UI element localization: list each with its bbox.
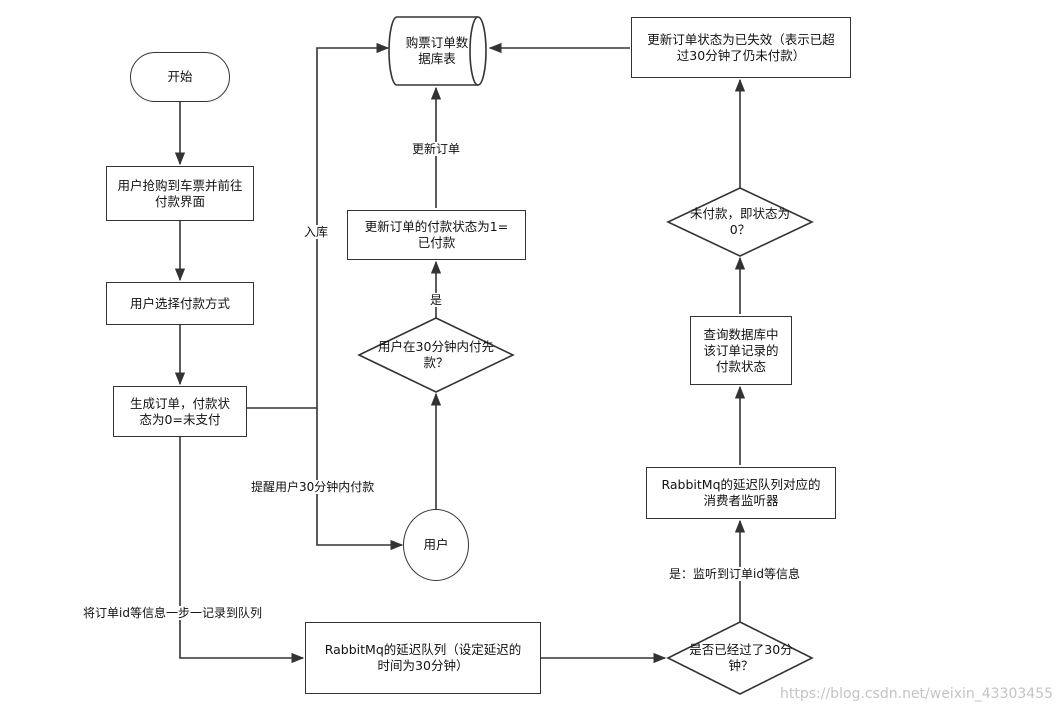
- choose-payment-label: 用户选择付款方式: [129, 295, 230, 311]
- passed-30-label: 是否已经过了30分钟？: [689, 642, 793, 673]
- edge-label-yes-listen: 是：监听到订单id等信息: [668, 567, 801, 581]
- create-order-node: 生成订单，付款状态为0=未支付: [113, 386, 247, 437]
- edge-label-yes: 是: [429, 293, 444, 307]
- start-label: 开始: [167, 69, 193, 84]
- diamond-unpaid-check-shape: [666, 187, 814, 257]
- choose-payment-node: 用户选择付款方式: [106, 282, 254, 325]
- rabbit-queue-node: RabbitMq的延迟队列（设定延迟的时间为30分钟）: [305, 622, 541, 694]
- diamond-paid-within-30-shape: [357, 317, 515, 393]
- update-expired-label: 更新订单状态为已失效（表示已超过30分钟了仍未付款）: [647, 31, 835, 63]
- rabbit-consumer-node: RabbitMq的延迟队列对应的消费者监听器: [646, 467, 836, 519]
- query-status-label: 查询数据库中该订单记录的付款状态: [703, 326, 779, 374]
- order-db-label: 购票订单数据库表: [405, 35, 469, 66]
- user-node: 用户: [403, 509, 469, 581]
- edge-label-remind-user: 提醒用户30分钟内付款: [250, 480, 376, 494]
- diamond-passed-30-shape: [666, 621, 814, 695]
- grab-ticket-node: 用户抢购到车票并前往付款界面: [106, 166, 254, 221]
- create-order-label: 生成订单，付款状态为0=未支付: [129, 395, 230, 427]
- edge-label-update-order: 更新订单: [411, 142, 462, 156]
- watermark: https://blog.csdn.net/weixin_43303455: [780, 686, 1054, 702]
- grab-ticket-label: 用户抢购到车票并前往付款界面: [117, 177, 243, 209]
- update-expired-node: 更新订单状态为已失效（表示已超过30分钟了仍未付款）: [631, 17, 851, 78]
- start-node: 开始: [130, 52, 230, 102]
- edge-label-store: 入库: [303, 225, 330, 239]
- rabbit-queue-label: RabbitMq的延迟队列（设定延迟的时间为30分钟）: [324, 642, 522, 673]
- order-db-node: 购票订单数据库表: [389, 21, 485, 81]
- query-status-node: 查询数据库中该订单记录的付款状态: [690, 316, 792, 385]
- unpaid-check-label: 未付款，即状态为0？: [689, 206, 790, 237]
- user-label: 用户: [423, 537, 449, 552]
- passed-30-node: 是否已经过了30分钟？: [683, 638, 799, 678]
- edge-create-to-user: [316, 408, 404, 551]
- paid-within-30-node: 用户在30分钟内付先款？: [372, 334, 500, 376]
- update-paid-node: 更新订单的付款状态为1=已付款: [347, 210, 526, 260]
- edge-create-to-queue: [179, 437, 305, 664]
- update-paid-label: 更新订单的付款状态为1=已付款: [364, 219, 509, 250]
- rabbit-consumer-label: RabbitMq的延迟队列对应的消费者监听器: [661, 477, 821, 508]
- unpaid-check-node: 未付款，即状态为0？: [682, 204, 798, 240]
- edge-label-record-queue: 将订单id等信息一步一记录到队列: [82, 606, 263, 620]
- paid-within-30-label: 用户在30分钟内付先款？: [378, 339, 494, 370]
